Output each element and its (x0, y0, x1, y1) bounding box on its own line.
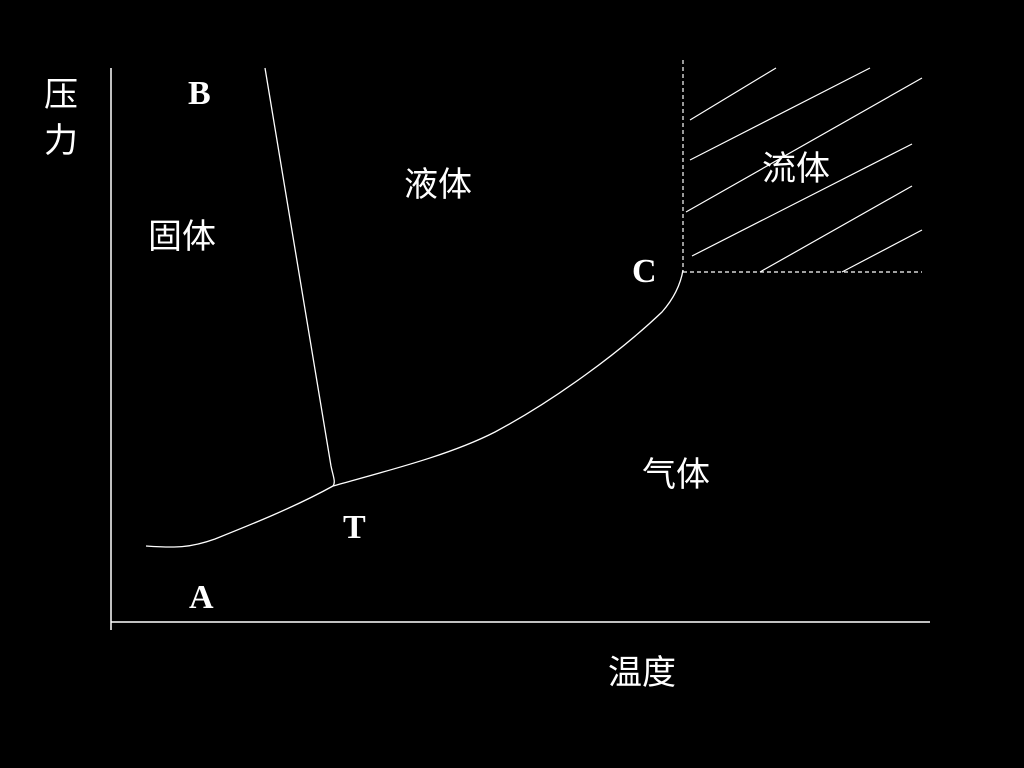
y-axis-label-top: 压 (44, 75, 78, 115)
hatch-line (691, 143, 913, 257)
hatch-line (689, 67, 777, 121)
gas-region-label: 气体 (642, 455, 710, 495)
point-label-c: C (632, 253, 657, 290)
melting-curve (264, 67, 335, 487)
x-axis-label: 温度 (608, 653, 676, 693)
hatch-line (685, 77, 923, 213)
sublimation-curve (145, 485, 334, 548)
liquid-region-label: 液体 (404, 165, 472, 205)
solid-region-label: 固体 (148, 217, 216, 257)
vaporization-curve (332, 269, 684, 487)
y-axis-label-bottom: 力 (44, 121, 78, 161)
hatch-line (841, 229, 923, 273)
point-label-t: T (343, 509, 366, 546)
point-label-b: B (188, 75, 211, 112)
hatch-line (689, 67, 871, 161)
point-label-a: A (189, 579, 214, 616)
hatch-line (759, 185, 913, 273)
fluid-region-label: 流体 (762, 149, 830, 189)
supercritical-hatching (685, 67, 923, 273)
